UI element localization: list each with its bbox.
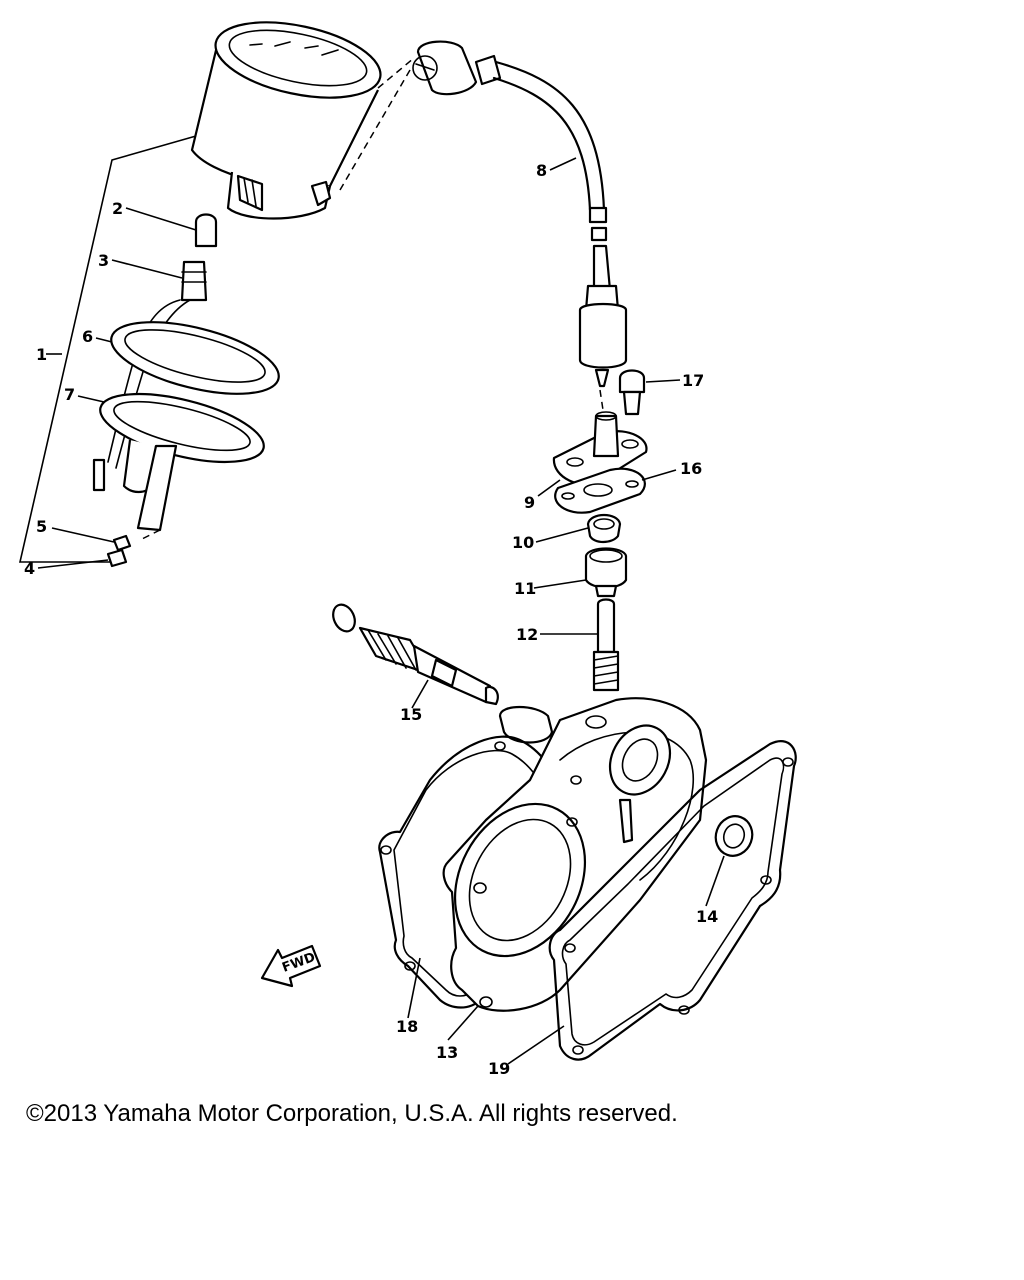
callout-6: 6 — [82, 327, 93, 346]
callout-numbers: 1 2 3 4 5 6 7 8 9 10 11 12 13 14 15 16 1… — [24, 161, 718, 1078]
washer — [112, 534, 132, 552]
assembly-guide-line — [139, 529, 161, 541]
callout-7: 7 — [64, 385, 75, 404]
exploded-parts-diagram: FWD 1 2 3 4 5 6 7 8 9 10 11 12 13 — [18, 21, 797, 1078]
speedometer-assembly — [190, 21, 382, 220]
gear-housing — [442, 697, 708, 1012]
callout-17: 17 — [682, 371, 704, 390]
callout-3: 3 — [98, 251, 109, 270]
oil-seal — [586, 513, 622, 544]
sleeve-housing — [552, 411, 648, 486]
callout-8: 8 — [536, 161, 547, 180]
assembly-guide-line — [377, 57, 415, 89]
leader-lines — [37, 157, 725, 1065]
assembly-bracket-line — [18, 135, 197, 563]
bushing — [584, 547, 628, 598]
callout-1: 1 — [36, 345, 47, 364]
meter-bracket — [99, 392, 265, 532]
callout-12: 12 — [516, 625, 538, 644]
callout-9: 9 — [524, 493, 535, 512]
gasket-small — [554, 467, 646, 514]
callout-18: 18 — [396, 1017, 418, 1036]
copyright-notice: ©2013 Yamaha Motor Corporation, U.S.A. A… — [26, 1100, 678, 1127]
meter-cable — [412, 40, 628, 388]
callout-2: 2 — [112, 199, 123, 218]
callout-13: 13 — [436, 1043, 458, 1062]
gasket-large-right — [548, 740, 797, 1061]
assembly-guide-line — [599, 389, 604, 411]
callout-10: 10 — [512, 533, 534, 552]
bulb — [194, 213, 218, 248]
drive-shaft — [332, 603, 499, 706]
callout-4: 4 — [24, 559, 35, 578]
callout-16: 16 — [680, 459, 702, 478]
crankcase-oil-seal — [714, 815, 754, 857]
callout-14: 14 — [696, 907, 718, 926]
screw — [618, 369, 646, 416]
callout-11: 11 — [514, 579, 536, 598]
nut — [106, 548, 128, 568]
driven-gear-shaft — [592, 598, 620, 692]
callout-5: 5 — [36, 517, 47, 536]
forward-direction-arrow: FWD — [260, 944, 322, 988]
callout-15: 15 — [400, 705, 422, 724]
callout-19: 19 — [488, 1059, 510, 1078]
damper-ring — [110, 321, 280, 395]
